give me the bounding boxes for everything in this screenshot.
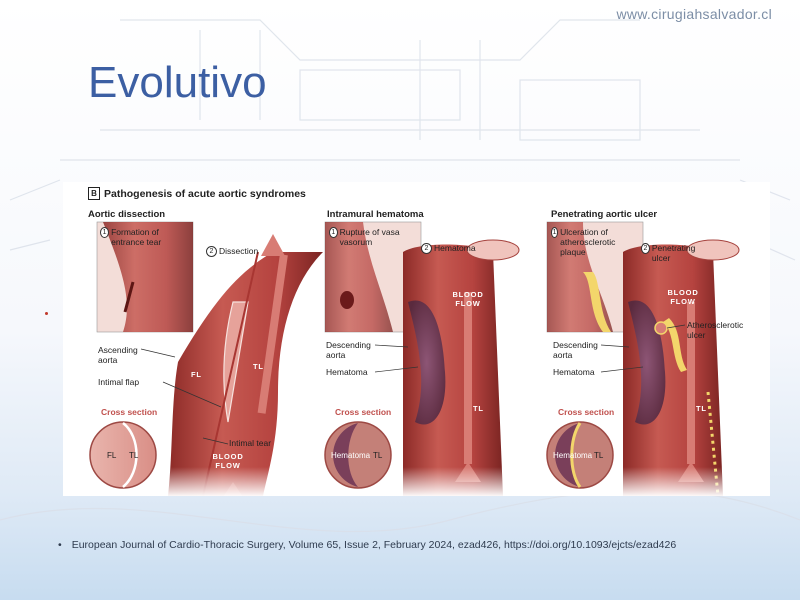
label-intimal-tear: Intimal tear [229, 438, 272, 448]
cross-section-label-2: Cross section [335, 407, 392, 417]
label-true-lumen-3: TL [696, 404, 707, 413]
cs-hematoma-3: Hematoma [553, 451, 593, 460]
figure-illustration [89, 221, 743, 496]
citation: • European Journal of Cardio-Thoracic Sur… [58, 539, 676, 551]
cs-hematoma: Hematoma [331, 451, 371, 460]
label-intimal-flap: Intimal flap [98, 377, 140, 387]
slide-title: Evolutivo [88, 58, 267, 107]
site-url: www.cirugiahsalvador.cl [616, 6, 772, 22]
figure-title: B Pathogenesis of acute aortic syndromes [88, 187, 306, 200]
citation-text: European Journal of Cardio-Thoracic Surg… [71, 539, 677, 551]
cross-section-label: Cross section [101, 407, 158, 417]
label-blood-flow-3: BLOOD FLOW [667, 288, 699, 306]
stray-bullet-dot [45, 312, 48, 315]
figure-badge: B [88, 187, 100, 200]
label-hematoma-3: Hematoma [553, 367, 595, 377]
leader-lines [140, 324, 686, 445]
panel-title-intramural-hematoma: Intramural hematoma [327, 209, 424, 220]
panel-title-penetrating-ulcer: Penetrating aortic ulcer [551, 209, 658, 220]
label-true-lumen-2: TL [473, 404, 484, 413]
cross-section-label-3: Cross section [558, 407, 615, 417]
panel-title-aortic-dissection: Aortic dissection [88, 209, 166, 220]
label-descending-aorta: Descending aorta [326, 340, 371, 360]
label-atherosclerotic-ulcer: Atherosclerotic ulcer [687, 320, 744, 340]
citation-bullet: • [58, 539, 62, 551]
cs-tl-2: TL [373, 451, 383, 460]
label-false-lumen: FL [191, 370, 202, 379]
panel-penetrating-ulcer-art [546, 221, 743, 496]
label-hematoma: Hematoma [326, 367, 368, 377]
panel-aortic-dissection-art [89, 221, 333, 496]
label-ascending-aorta: Ascending aorta [98, 345, 138, 365]
cs-fl: FL [107, 451, 117, 460]
label-blood-flow-2: BLOOD FLOW [452, 290, 484, 308]
cs-tl-3: TL [594, 451, 604, 460]
label-descending-aorta-3: Descending aorta [553, 340, 598, 360]
cs-tl: TL [129, 451, 139, 460]
panel-intramural-hematoma-art [324, 221, 523, 496]
label-true-lumen: TL [253, 362, 264, 371]
figure-title-text: Pathogenesis of acute aortic syndromes [104, 188, 306, 200]
label-blood-flow: BLOOD FLOW [212, 452, 244, 470]
